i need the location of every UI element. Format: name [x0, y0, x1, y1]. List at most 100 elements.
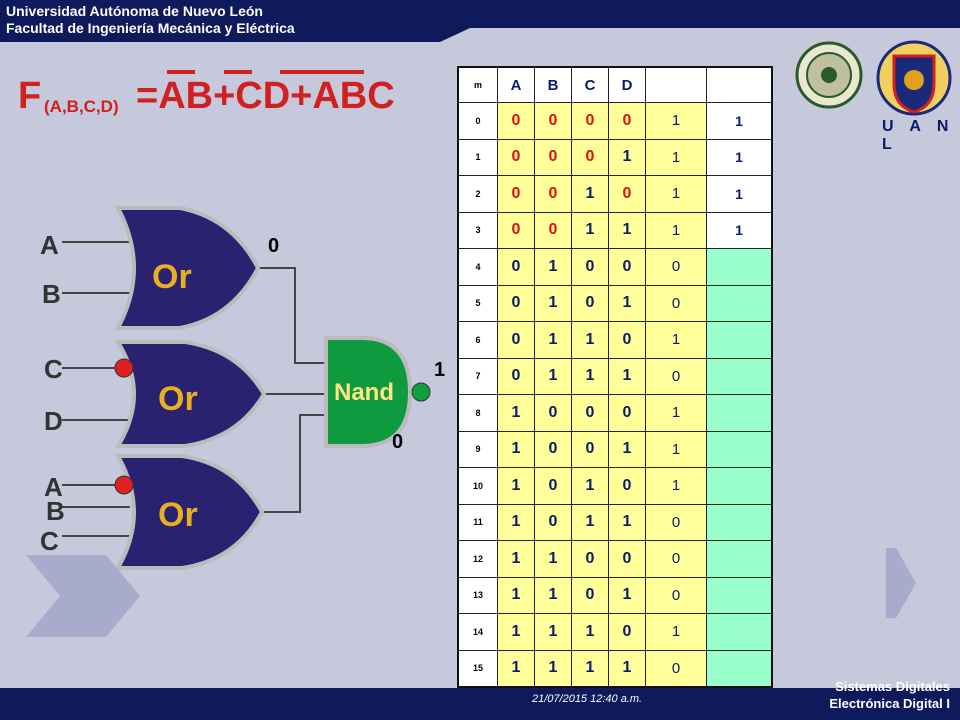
minterm-cell: 8: [457, 394, 498, 432]
input-a2: A: [44, 472, 63, 502]
university-name: Universidad Autónoma de Nuevo León Facul…: [6, 3, 295, 37]
output-cell-g: 1: [706, 175, 773, 213]
header-c: C: [571, 66, 609, 103]
footer-bar: [0, 688, 960, 720]
footer-datestamp: 21/07/2015 12:40 a.m.: [532, 693, 643, 705]
output-cell-f: 0: [645, 540, 707, 578]
minterm-cell: 9: [457, 430, 498, 468]
bit-cell-d: 0: [608, 613, 646, 651]
output-cell-g: [706, 357, 773, 395]
minterm-cell: 15: [457, 649, 498, 688]
bit-cell-b: 0: [534, 467, 572, 505]
bit-cell-c: 0: [571, 540, 609, 578]
minterm-cell: 1: [457, 138, 498, 176]
university-line1: Universidad Autónoma de Nuevo León: [6, 3, 263, 19]
output-cell-f: 0: [645, 503, 707, 541]
bit-cell-c: 0: [571, 248, 609, 286]
formula-args: (A,B,C,D): [44, 97, 119, 116]
bit-cell-b: 0: [534, 503, 572, 541]
output-cell-g: [706, 394, 773, 432]
bit-cell-c: 0: [571, 102, 609, 140]
bit-cell-c: 0: [571, 138, 609, 176]
or-gate-3: [114, 454, 265, 570]
or-gate-2: [114, 340, 267, 448]
bit-cell-c: 1: [571, 175, 609, 213]
output-cell-g: [706, 430, 773, 468]
bit-cell-b: 0: [534, 102, 572, 140]
formula-expression: =AB+CD+ABC: [136, 75, 395, 117]
bit-cell-b: 1: [534, 248, 572, 286]
minterm-cell: 11: [457, 503, 498, 541]
bit-cell-c: 1: [571, 613, 609, 651]
bit-cell-d: 0: [608, 248, 646, 286]
minterm-cell: 7: [457, 357, 498, 395]
input-d1: D: [44, 406, 63, 436]
bit-cell-a: 0: [497, 175, 535, 213]
input-b2: B: [46, 496, 65, 526]
bit-cell-d: 1: [608, 576, 646, 614]
or-gate-1: [114, 206, 261, 330]
minterm-cell: 14: [457, 613, 498, 651]
output-cell-f: 1: [645, 175, 707, 213]
overbar-a2: [280, 70, 308, 74]
uanl-shield-logo: [876, 40, 952, 116]
bit-cell-c: 1: [571, 467, 609, 505]
bit-cell-b: 0: [534, 394, 572, 432]
chevron-right-icon: [26, 555, 140, 637]
bit-cell-c: 0: [571, 394, 609, 432]
bit-cell-c: 1: [571, 211, 609, 249]
output-cell-f: 1: [645, 394, 707, 432]
value-nand-out: 1: [434, 359, 445, 381]
bit-cell-a: 0: [497, 138, 535, 176]
bit-cell-a: 1: [497, 649, 535, 688]
output-cell-g: [706, 540, 773, 578]
logic-circuit: Or Or Or Nand A B C D A B C 0 1 0: [0, 180, 460, 580]
chevron-right-icon-partial: [886, 548, 916, 618]
output-cell-g: 1: [706, 102, 773, 140]
bit-cell-b: 1: [534, 576, 572, 614]
bit-cell-c: 1: [571, 357, 609, 395]
value-or3-out: 0: [392, 431, 403, 453]
bit-cell-a: 0: [497, 321, 535, 359]
input-c2: C: [40, 526, 59, 556]
output-cell-f: 1: [645, 613, 707, 651]
header-m: m: [457, 66, 498, 103]
output-cell-g: [706, 321, 773, 359]
output-cell-f: 0: [645, 357, 707, 395]
minterm-cell: 5: [457, 284, 498, 322]
output-cell-f: 1: [645, 430, 707, 468]
bit-cell-b: 0: [534, 211, 572, 249]
minterm-cell: 3: [457, 211, 498, 249]
output-cell-g: 1: [706, 138, 773, 176]
input-a1: A: [40, 230, 59, 260]
bit-cell-d: 0: [608, 321, 646, 359]
header-a: A: [497, 66, 535, 103]
bit-cell-a: 0: [497, 284, 535, 322]
bit-cell-d: 0: [608, 467, 646, 505]
bit-cell-b: 0: [534, 138, 572, 176]
bit-cell-b: 1: [534, 284, 572, 322]
output-cell-g: [706, 284, 773, 322]
bit-cell-d: 1: [608, 503, 646, 541]
minterm-cell: 0: [457, 102, 498, 140]
output-cell-g: [706, 613, 773, 651]
overbar-bc: [308, 70, 364, 74]
faculty-line2: Facultad de Ingeniería Mecánica y Eléctr…: [6, 20, 295, 36]
bit-cell-d: 1: [608, 211, 646, 249]
bit-cell-d: 0: [608, 175, 646, 213]
minterm-cell: 6: [457, 321, 498, 359]
bit-cell-d: 0: [608, 394, 646, 432]
bit-cell-a: 1: [497, 430, 535, 468]
output-cell-g: [706, 248, 773, 286]
bit-cell-a: 0: [497, 248, 535, 286]
